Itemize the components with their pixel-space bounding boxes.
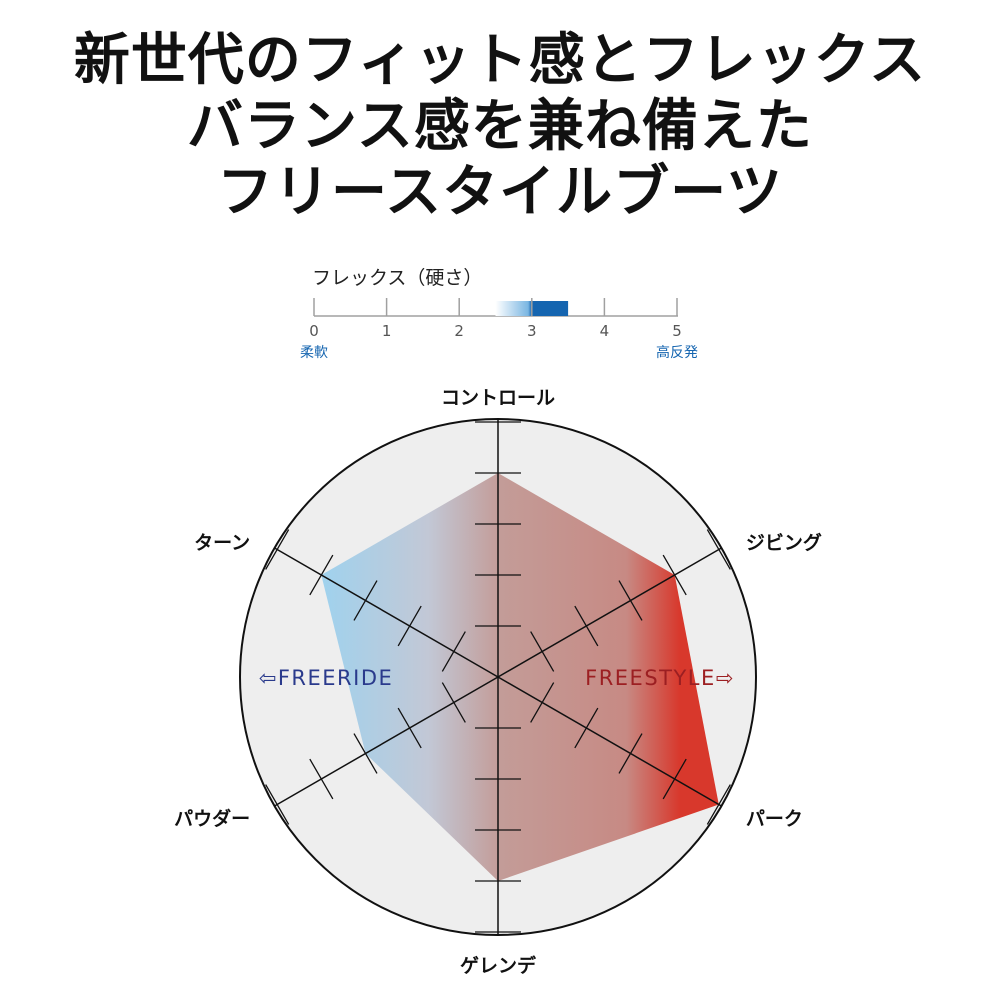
flex-tick-label-0: 0 [309, 322, 319, 340]
radar-axis-6-tick-1 [441, 631, 466, 672]
radar-axis-3-tick-4 [662, 758, 687, 800]
radar-axis-3 [497, 676, 722, 807]
flex-scale: フレックス（硬さ） 0 1 2 3 4 5 柔軟 高反発 [300, 267, 698, 361]
radar-axis-5-tick-2 [397, 707, 422, 749]
radar-axis-2-tick-2 [574, 605, 599, 647]
radar-axis-3-tick-1 [530, 682, 555, 723]
flex-tick-label-5: 5 [672, 322, 682, 340]
radar-axis-3-tick-5 [706, 784, 731, 825]
headline-line-3: フリースタイルブーツ [216, 160, 784, 225]
radar-axis-2 [497, 547, 722, 678]
flex-max-label: 高反発 [656, 344, 698, 361]
radar-axis-label-5: パウダー [174, 807, 250, 830]
radar-axis-5-tick-3 [353, 733, 378, 774]
flex-tick-label-3: 3 [527, 322, 537, 340]
flex-tick-label-2: 2 [454, 322, 464, 340]
radar-axis-6-tick-4 [309, 554, 334, 596]
radar-axis-2-tick-1 [530, 631, 555, 672]
radar-axis-3-tick-2 [574, 707, 599, 749]
radar-axis-6-tick-5 [265, 529, 290, 570]
flex-tick-label-4: 4 [600, 322, 610, 340]
radar-axis-5 [274, 676, 499, 807]
radar-axis-6 [274, 547, 499, 678]
radar-axis-5-tick-1 [441, 682, 466, 723]
radar-axis-3-tick-3 [618, 733, 643, 774]
radar-axis-label-6: ターン [194, 532, 250, 554]
radar-axis-6-tick-3 [353, 580, 378, 621]
radar-axis-2-tick-4 [662, 554, 687, 596]
radar-axis-label-1: コントロール [441, 387, 555, 409]
flex-min-label: 柔軟 [300, 345, 328, 361]
radar-axis-5-tick-5 [265, 784, 290, 825]
headline: 新世代のフィット感とフレックス バランス感を兼ね備えた フリースタイルブーツ [0, 28, 1000, 226]
radar-axis-5-tick-4 [309, 758, 334, 800]
freeride-label: ⇦FREERIDE [259, 666, 394, 690]
radar-axis-label-2: ジビング [746, 531, 822, 554]
radar-axis-2-tick-3 [618, 580, 643, 621]
headline-line-1: 新世代のフィット感とフレックス [73, 28, 927, 93]
radar-axis-2-tick-5 [706, 529, 731, 570]
headline-line-2: バランス感を兼ね備えた [187, 94, 813, 159]
radar-axis-label-4: ゲレンデ [460, 954, 537, 977]
flex-tick-label-1: 1 [382, 322, 392, 340]
radar-axis-label-3: パーク [746, 808, 803, 830]
radar-polygon [321, 473, 719, 881]
flex-title: フレックス（硬さ） [312, 267, 482, 289]
freestyle-label: FREESTYLE⇨ [585, 666, 735, 690]
radar-axis-6-tick-2 [397, 605, 422, 647]
